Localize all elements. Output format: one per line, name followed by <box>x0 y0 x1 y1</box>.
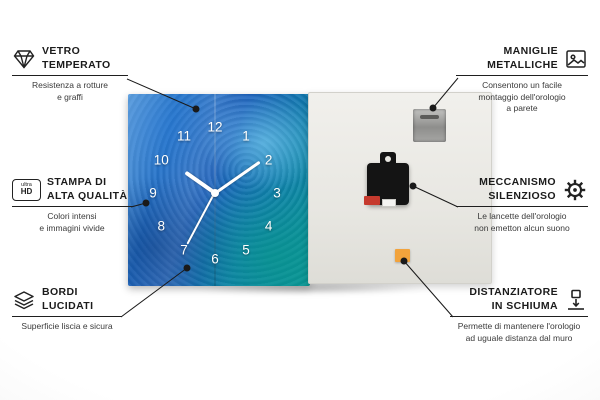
callout-title: MANIGLIE METALLICHE <box>487 45 558 71</box>
callout-subtitle: Consentono un facile montaggio dell'orol… <box>478 80 566 114</box>
callout-title: STAMPA DI ALTA QUALITÀ <box>47 176 128 202</box>
clock-number: 6 <box>211 251 219 267</box>
foam-spacer <box>395 249 410 262</box>
clock-second-hand <box>187 192 216 245</box>
callout-title: BORDI LUCIDATI <box>42 286 94 312</box>
ultra-hd-icon-top-label: ultra <box>21 181 32 188</box>
callout-subtitle: Permette di mantenere l'orologio ad ugua… <box>457 321 581 343</box>
clock-number: 4 <box>264 218 273 234</box>
callout-divider <box>12 75 128 77</box>
callout-divider <box>456 206 588 208</box>
clock-number: 9 <box>149 185 157 201</box>
ultra-hd-icon: ultra HD <box>12 178 41 201</box>
metal-hanger-plate <box>413 109 446 142</box>
callout-maniglie-metalliche: MANIGLIE METALLICHE Consentono un facile… <box>456 45 588 115</box>
gear-icon <box>562 177 588 203</box>
callout-bordi-lucidati: BORDI LUCIDATI Superficie liscia e sicur… <box>12 286 122 333</box>
callout-subtitle: Colori intensi e immagini vivide <box>39 211 105 233</box>
ultra-hd-icon-bottom-label: HD <box>20 187 33 197</box>
mechanism-label <box>382 199 396 207</box>
clock-number: 1 <box>242 128 250 144</box>
callout-stampa-alta-qualita: ultra HD STAMPA DI ALTA QUALITÀ Colori i… <box>12 176 132 234</box>
callout-title: MECCANISMO SILENZIOSO <box>479 176 556 202</box>
mechanism-battery <box>364 196 380 205</box>
clock-number: 3 <box>273 185 281 201</box>
callout-divider <box>12 206 132 208</box>
callout-subtitle: Resistenza a rotture e graffi <box>31 80 109 102</box>
clock-back-panel <box>308 92 492 284</box>
callout-meccanismo-silenzioso: MECCANISMO SILENZIOSO Le lancette dell'o… <box>456 176 588 234</box>
callout-divider <box>12 316 122 318</box>
polished-edge-icon <box>12 288 36 312</box>
clock-number: 7 <box>180 242 188 258</box>
spacer-icon <box>564 288 588 312</box>
callout-subtitle: Superficie liscia e sicura <box>21 321 113 332</box>
clock-number: 10 <box>153 152 169 168</box>
callout-vetro-temperato: VETRO TEMPERATO Resistenza a rotture e g… <box>12 45 128 103</box>
clock-number: 12 <box>207 119 223 135</box>
clock-center-cap <box>211 189 219 197</box>
clock-number: 5 <box>242 242 250 258</box>
callout-title: DISTANZIATORE IN SCHIUMA <box>469 286 558 312</box>
callout-subtitle: Le lancette dell'orologio non emetton al… <box>474 211 570 233</box>
callout-title: VETRO TEMPERATO <box>42 45 111 71</box>
picture-frame-icon <box>564 47 588 71</box>
callout-divider <box>450 316 588 318</box>
clock-minute-hand <box>214 160 261 195</box>
callout-distanziatore-schiuma: DISTANZIATORE IN SCHIUMA Permette di man… <box>450 286 588 344</box>
callout-divider <box>456 75 588 77</box>
clock-number: 11 <box>176 128 192 144</box>
diamond-icon <box>12 47 36 71</box>
mechanism-hook <box>380 152 396 166</box>
clock-number: 2 <box>264 152 273 168</box>
clock-number: 8 <box>157 218 166 234</box>
